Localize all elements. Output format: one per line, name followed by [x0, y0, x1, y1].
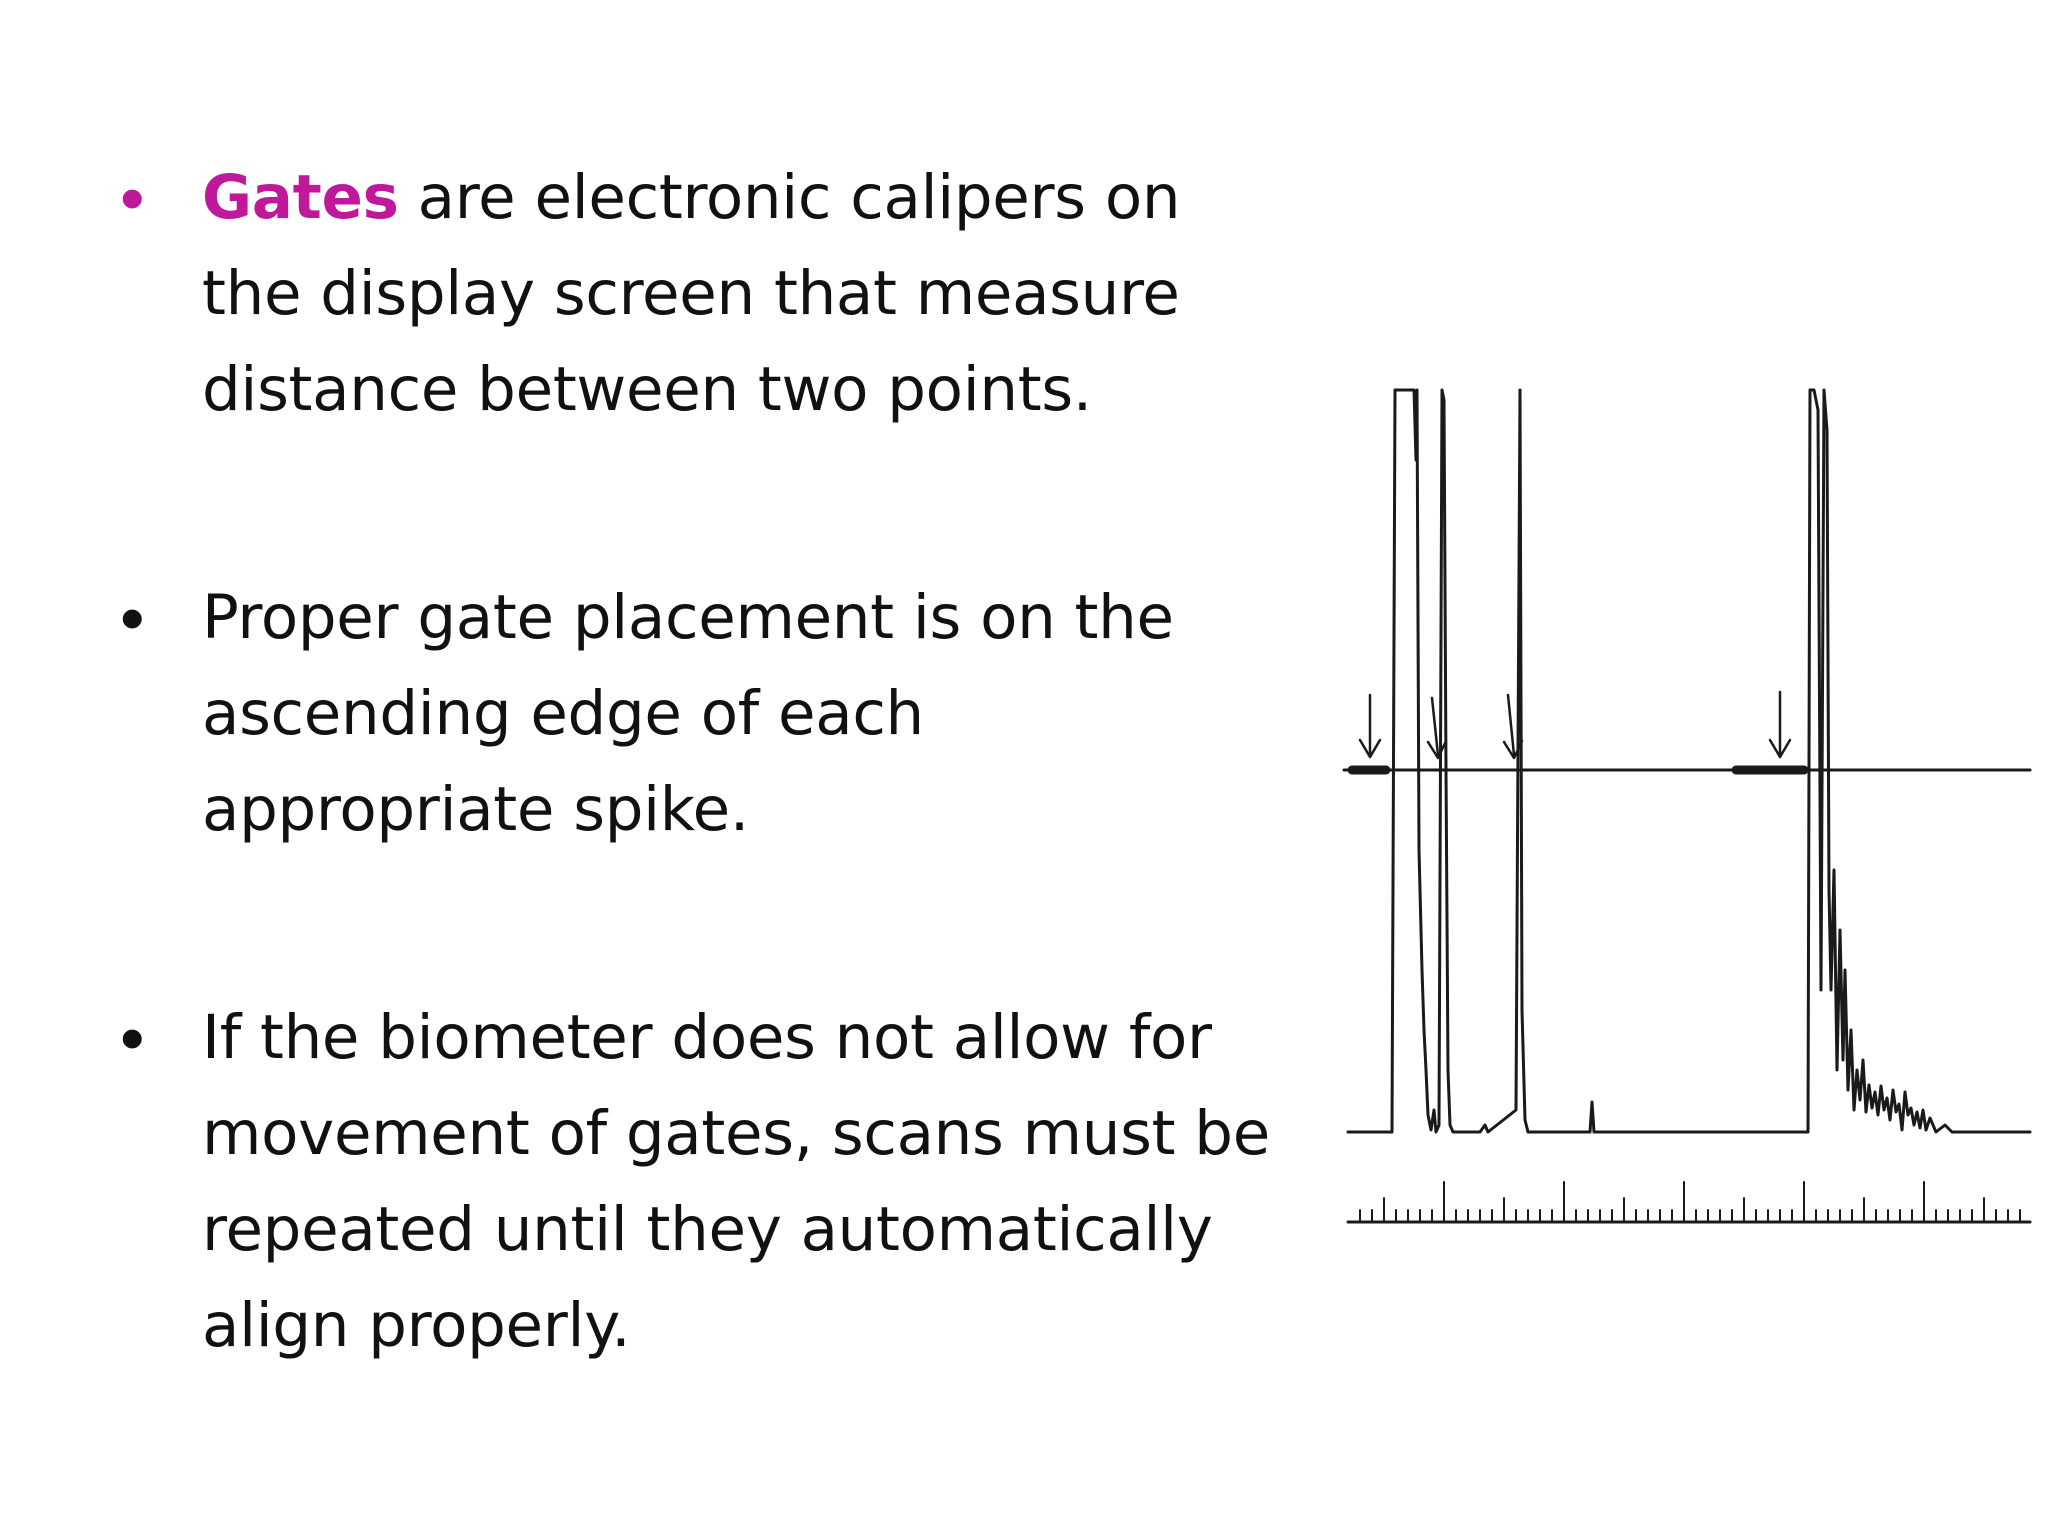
bullet-line: Proper gate placement is on the [202, 582, 1174, 653]
bullet-line: appropriate spike. [202, 774, 749, 845]
bullet-line: are electronic calipers on [398, 162, 1181, 233]
bullet-line: repeated until they automatically [202, 1194, 1213, 1265]
bullet-text: Proper gate placement is on the ascendin… [202, 570, 1174, 858]
bullet-line: the display screen that measure [202, 258, 1180, 329]
gate-arrow-icon [1426, 696, 1448, 760]
gate-arrow-icon [1768, 690, 1792, 759]
bullet-item-gates: • Gates are electronic calipers on the d… [120, 150, 1360, 438]
bullet-line: movement of gates, scans must be [202, 1098, 1270, 1169]
bullet-line: If the biometer does not allow for [202, 1002, 1212, 1073]
gate-arrow-icon [1502, 693, 1524, 760]
bullet-item-biometer: • If the biometer does not allow for mov… [120, 990, 1360, 1374]
bullet-item-gate-placement: • Proper gate placement is on the ascend… [120, 570, 1360, 858]
bullet-line: align properly. [202, 1290, 631, 1361]
bullet-line: distance between two points. [202, 354, 1092, 425]
scale-ticks [1359, 1181, 2021, 1223]
bullet-dot: • [120, 579, 145, 657]
bullet-text: If the biometer does not allow for movem… [202, 990, 1270, 1374]
echo-trace [1346, 388, 2032, 1134]
gate-arrow-icon [1358, 693, 1382, 759]
bullet-line: ascending edge of each [202, 678, 924, 749]
bullet-text: Gates are electronic calipers on the dis… [202, 150, 1181, 438]
keyword-gates: Gates [202, 162, 399, 233]
bullet-dot: • [120, 159, 145, 237]
a-scan-diagram [1340, 370, 2040, 1250]
bullet-dot: • [120, 999, 145, 1077]
a-scan-svg [1342, 388, 2032, 1224]
